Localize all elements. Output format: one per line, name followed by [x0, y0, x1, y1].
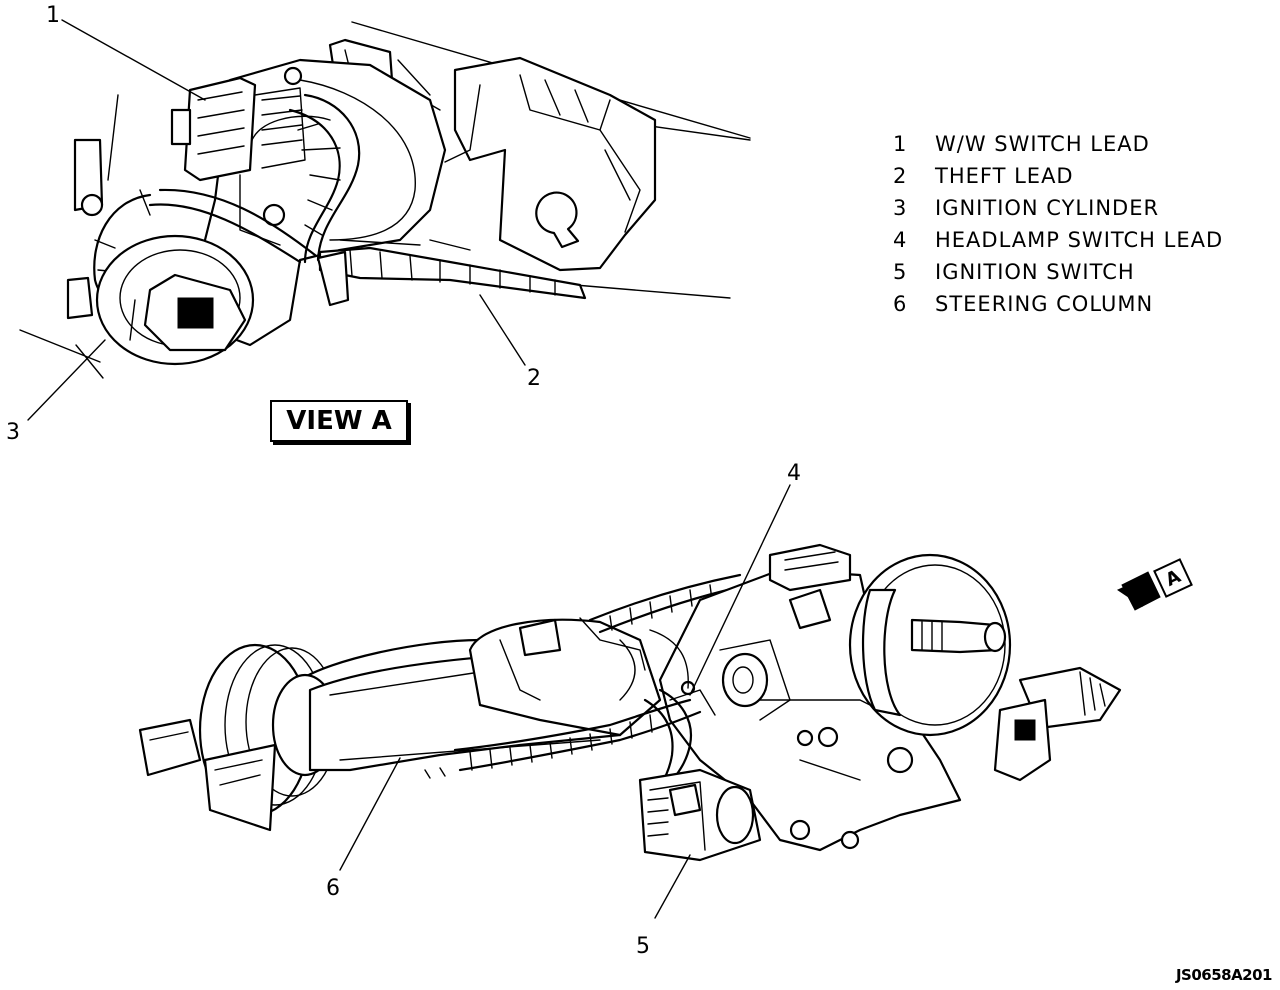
view-a-direction-arrow [1116, 571, 1161, 611]
legend-item: 3 IGNITION CYLINDER [893, 192, 1263, 224]
legend-text: THEFT LEAD [935, 164, 1074, 188]
legend-item: 2 THEFT LEAD [893, 160, 1263, 192]
legend-item: 4 HEADLAMP SWITCH LEAD [893, 224, 1263, 256]
legend-number: 1 [893, 132, 908, 156]
callout-3: 3 [6, 420, 20, 445]
leader-lines [27, 19, 791, 919]
view-a-label: VIEW A [270, 400, 408, 442]
view-a-illustration [19, 21, 751, 379]
legend-text: W/W SWITCH LEAD [935, 132, 1150, 156]
callout-4: 4 [787, 461, 801, 486]
legend-text: IGNITION CYLINDER [935, 196, 1160, 220]
callout-2: 2 [527, 366, 541, 391]
legend-item: 6 STEERING COLUMN [893, 288, 1263, 320]
legend-number: 2 [893, 164, 908, 188]
callout-1: 1 [46, 3, 60, 28]
callout-6: 6 [326, 876, 340, 901]
legend-text: STEERING COLUMN [935, 292, 1154, 316]
steering-column-illustration [138, 543, 1122, 862]
callout-5: 5 [636, 934, 650, 959]
legend-number: 5 [893, 260, 908, 284]
figure-id: JS0658A201 [1175, 966, 1273, 984]
legend-text: IGNITION SWITCH [935, 260, 1135, 284]
legend-text: HEADLAMP SWITCH LEAD [935, 228, 1224, 252]
legend-number: 3 [893, 196, 908, 220]
legend-number: 6 [893, 292, 908, 316]
legend-number: 4 [893, 228, 908, 252]
parts-legend: 1 W/W SWITCH LEAD 2 THEFT LEAD 3 IGNITIO… [893, 128, 1263, 320]
legend-item: 1 W/W SWITCH LEAD [893, 128, 1263, 160]
legend-item: 5 IGNITION SWITCH [893, 256, 1263, 288]
